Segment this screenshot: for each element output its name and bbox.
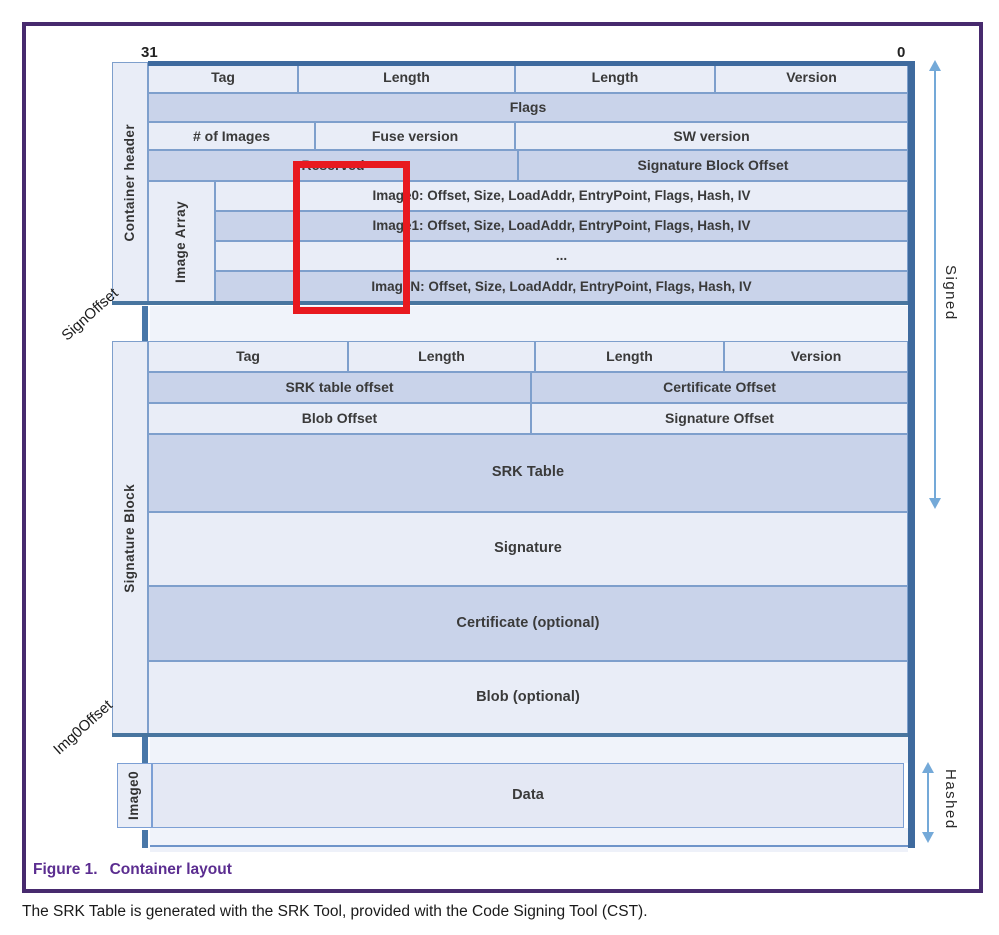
figure-caption-title: Container layout bbox=[109, 861, 232, 878]
image-array-row-ellipsis: ... bbox=[215, 241, 908, 271]
image-array-label: Image Array bbox=[173, 201, 189, 283]
field-num-images: # of Images bbox=[148, 122, 315, 150]
container-header-bottom-border bbox=[112, 301, 915, 305]
diagram-right-border bbox=[908, 61, 915, 848]
field-fuse-version: Fuse version bbox=[315, 122, 515, 150]
sig-field-length-1: Length bbox=[348, 341, 535, 372]
gap-strip-bottom bbox=[150, 828, 908, 845]
image-array-label-cell: Image Array bbox=[148, 181, 215, 303]
cutoff-row-sliver bbox=[150, 845, 908, 852]
sig-field-srk-table-offset: SRK table offset bbox=[148, 372, 531, 403]
sig-field-blob: Blob (optional) bbox=[148, 661, 908, 735]
hashed-arrow-top-head bbox=[922, 762, 934, 773]
sig-field-version: Version bbox=[724, 341, 908, 372]
sig-field-tag: Tag bbox=[148, 341, 348, 372]
signature-block-label-cell: Signature Block bbox=[112, 341, 148, 735]
gap-strip-sign-offset bbox=[150, 306, 908, 341]
field-signature-block-offset: Signature Block Offset bbox=[518, 150, 908, 181]
img0-offset-tick bbox=[142, 737, 148, 763]
hashed-arrow-shaft bbox=[927, 772, 929, 832]
gap-strip-img0-offset bbox=[150, 737, 908, 763]
body-text: The SRK Table is generated with the SRK … bbox=[22, 903, 648, 920]
field-version: Version bbox=[715, 62, 908, 93]
hashed-arrow-bottom-head bbox=[922, 832, 934, 843]
sig-field-certificate: Certificate (optional) bbox=[148, 586, 908, 661]
image0-label: Image0 bbox=[126, 771, 142, 820]
image-array-row-imagen: ImageN: Offset, Size, LoadAddr, EntryPoi… bbox=[215, 271, 908, 303]
sig-field-srk-table: SRK Table bbox=[148, 434, 908, 512]
field-length-2: Length bbox=[515, 62, 715, 93]
sign-offset-tick bbox=[142, 306, 148, 341]
figure-caption: Figure 1. Container layout bbox=[33, 861, 232, 879]
image-array-row-image1: Image1: Offset, Size, LoadAddr, EntryPoi… bbox=[215, 211, 908, 241]
field-length-1: Length bbox=[298, 62, 515, 93]
hashed-label: Hashed bbox=[942, 769, 959, 830]
bottom-tick bbox=[142, 830, 148, 848]
container-header-label-cell: Container header bbox=[112, 62, 148, 303]
red-highlight-box bbox=[293, 161, 410, 314]
field-sw-version: SW version bbox=[515, 122, 908, 150]
signed-arrow-top-head bbox=[929, 60, 941, 71]
image0-data-cell: Data bbox=[152, 763, 904, 828]
table-top-border bbox=[148, 61, 915, 66]
signed-arrow-shaft bbox=[934, 70, 936, 498]
sig-field-signature: Signature bbox=[148, 512, 908, 586]
field-flags: Flags bbox=[148, 93, 908, 122]
image-array-row-image0: Image0: Offset, Size, LoadAddr, EntryPoi… bbox=[215, 181, 908, 211]
bit-label-31: 31 bbox=[141, 44, 158, 61]
signed-arrow-bottom-head bbox=[929, 498, 941, 509]
field-tag: Tag bbox=[148, 62, 298, 93]
image0-label-cell: Image0 bbox=[117, 763, 152, 828]
bit-label-0: 0 bbox=[897, 44, 906, 61]
signed-label: Signed bbox=[942, 265, 959, 321]
sig-field-blob-offset: Blob Offset bbox=[148, 403, 531, 434]
sig-field-certificate-offset: Certificate Offset bbox=[531, 372, 908, 403]
sig-field-length-2: Length bbox=[535, 341, 724, 372]
signature-block-label: Signature Block bbox=[121, 483, 137, 593]
signature-block-bottom-border bbox=[112, 733, 915, 737]
container-header-label: Container header bbox=[121, 123, 137, 242]
figure-caption-number: Figure 1. bbox=[33, 861, 98, 878]
sig-field-signature-offset: Signature Offset bbox=[531, 403, 908, 434]
